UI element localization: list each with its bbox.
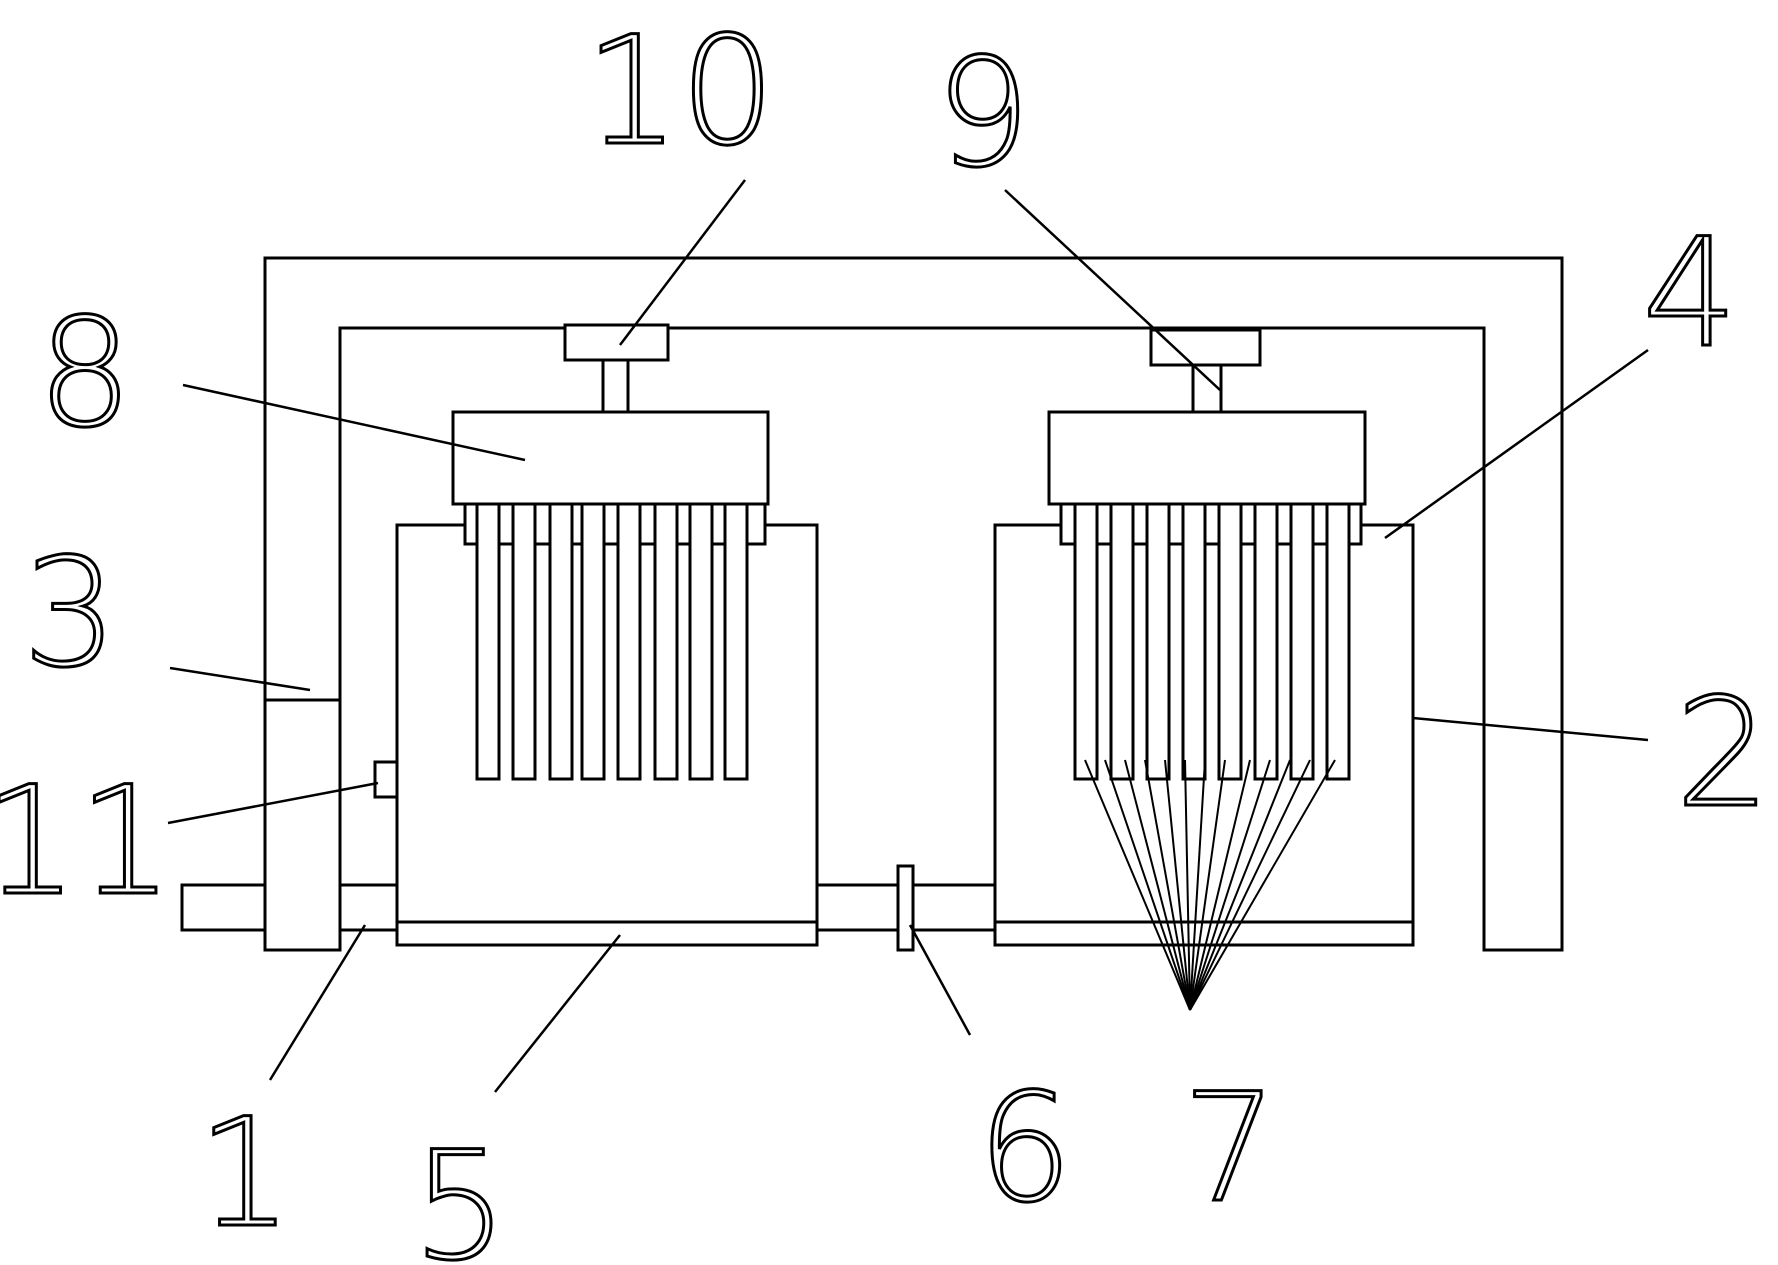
label-8: 8 bbox=[37, 287, 132, 461]
bristle bbox=[548, 502, 574, 781]
fan-line bbox=[1124, 759, 1191, 1011]
left-motor-mount bbox=[563, 323, 670, 362]
leader-6 bbox=[908, 924, 972, 1036]
left-brush-head bbox=[451, 410, 770, 506]
fan-line bbox=[1144, 759, 1191, 1011]
bristle-root-strip bbox=[1059, 502, 1363, 546]
bristle bbox=[1325, 502, 1351, 781]
right-motor-mount bbox=[1149, 328, 1262, 367]
label-6: 6 bbox=[977, 1062, 1072, 1236]
label-1: 1 bbox=[197, 1087, 292, 1261]
valve bbox=[896, 864, 915, 952]
bristle bbox=[1289, 502, 1315, 781]
fan-line bbox=[1189, 759, 1251, 1011]
label-7: 7 bbox=[1182, 1062, 1277, 1236]
frame-leg-left bbox=[263, 698, 342, 952]
bristle bbox=[1073, 502, 1099, 781]
bristle bbox=[1181, 502, 1207, 781]
right-brush-head bbox=[1047, 410, 1367, 506]
bristle bbox=[1253, 502, 1279, 781]
left-tank bbox=[395, 523, 819, 947]
left-motor-shaft bbox=[601, 358, 630, 414]
bristle bbox=[1109, 502, 1135, 781]
fan-line bbox=[1189, 759, 1206, 1011]
leader-9 bbox=[1004, 189, 1221, 391]
leader-5 bbox=[494, 934, 621, 1093]
fan-line bbox=[1189, 759, 1271, 1011]
bristle bbox=[653, 502, 679, 781]
right-motor-shaft bbox=[1191, 363, 1223, 419]
label-10: 10 bbox=[585, 5, 776, 179]
bristle bbox=[688, 502, 714, 781]
label-9: 9 bbox=[935, 27, 1030, 201]
left-bristles bbox=[463, 502, 767, 781]
bristle-fan-lines bbox=[1084, 759, 1336, 1011]
label-3: 3 bbox=[22, 527, 117, 701]
bristle bbox=[580, 502, 606, 781]
bristle bbox=[1217, 502, 1243, 781]
label-5: 5 bbox=[412, 1120, 507, 1265]
fan-line bbox=[1084, 759, 1191, 1011]
fan-line bbox=[1164, 759, 1191, 1011]
bristle bbox=[511, 502, 537, 781]
leader-10 bbox=[619, 179, 746, 346]
bristle-root-strip bbox=[463, 502, 767, 546]
bottom-shaft-right bbox=[903, 883, 997, 932]
leader-8 bbox=[182, 383, 526, 462]
label-11: 11 bbox=[0, 755, 173, 929]
fan-line bbox=[1184, 759, 1191, 1011]
leader-11 bbox=[167, 781, 379, 825]
leader-4 bbox=[1384, 348, 1649, 540]
fan-line bbox=[1104, 759, 1191, 1011]
label-2: 2 bbox=[1675, 667, 1770, 841]
fan-line bbox=[1189, 759, 1291, 1011]
leader-2 bbox=[1412, 716, 1649, 742]
right-bristles bbox=[1059, 502, 1363, 781]
leader-1 bbox=[268, 924, 367, 1081]
bristle bbox=[1145, 502, 1171, 781]
bristle bbox=[616, 502, 642, 781]
fan-line bbox=[1189, 759, 1311, 1011]
bristle bbox=[475, 502, 501, 781]
leader-3 bbox=[169, 666, 311, 692]
right-tank-base bbox=[993, 920, 1415, 947]
side-fitting bbox=[373, 760, 399, 799]
left-tank-base bbox=[395, 920, 819, 947]
fan-line bbox=[1189, 759, 1226, 1011]
bristle bbox=[723, 502, 749, 781]
fan-line bbox=[1189, 759, 1336, 1011]
label-4: 4 bbox=[1642, 207, 1737, 381]
